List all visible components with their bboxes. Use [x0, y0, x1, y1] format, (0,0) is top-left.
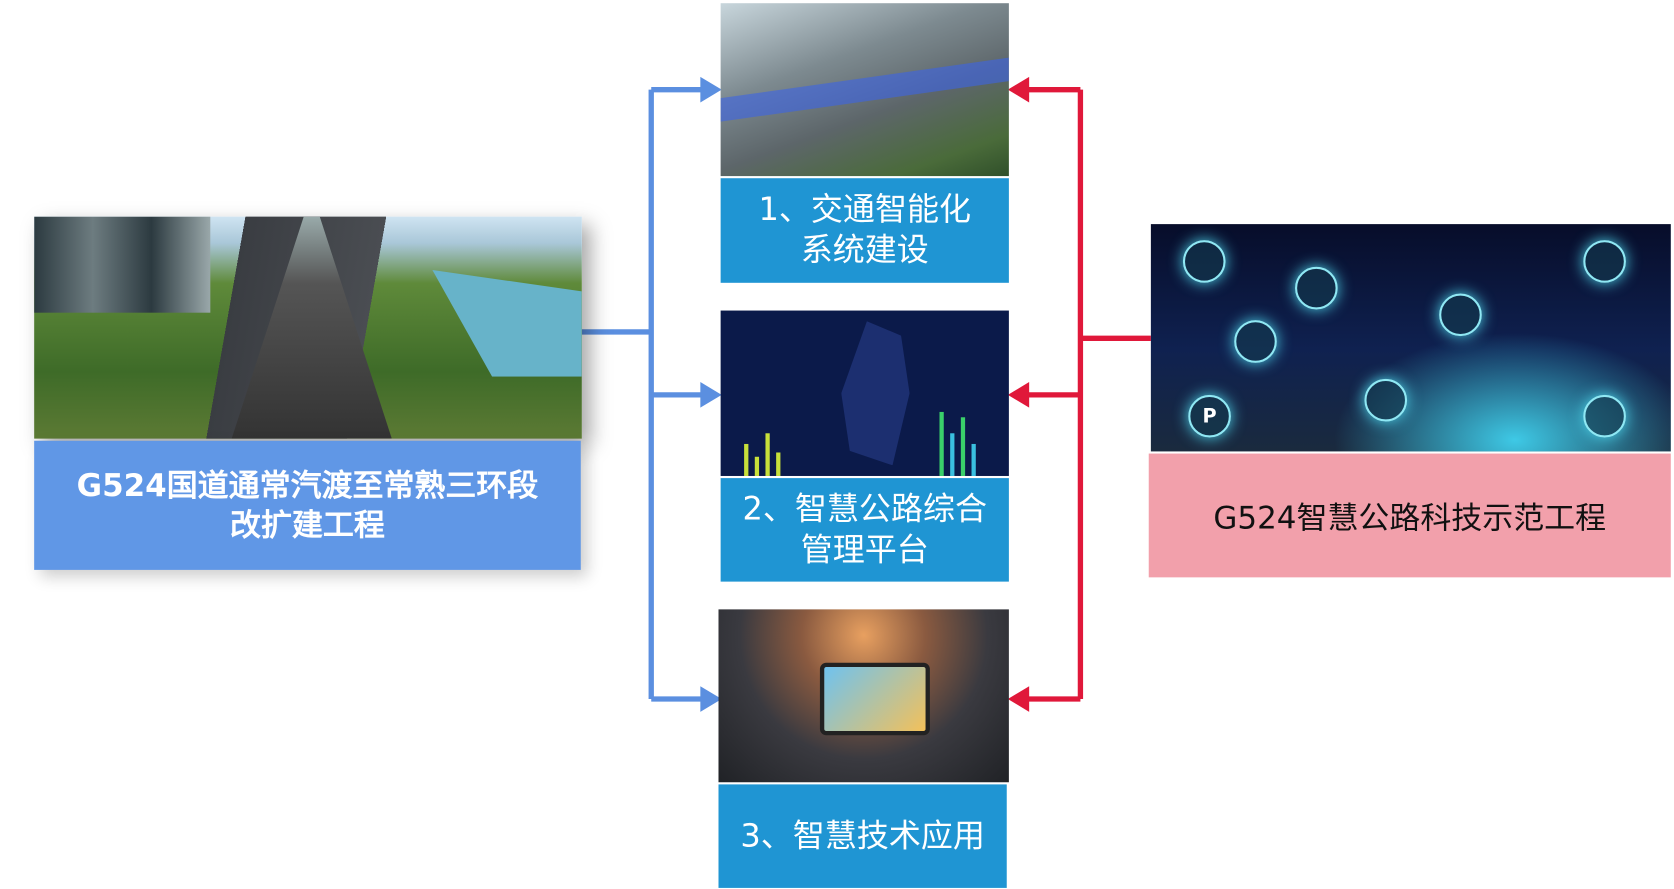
cloud-icon	[1439, 293, 1482, 337]
truck-icon	[1234, 320, 1277, 363]
management-platform-dashboard-image	[720, 310, 1009, 476]
train-icon	[1583, 394, 1626, 438]
item-2-label: 2、智慧公路综合管理平台	[742, 490, 988, 569]
item-3-label: 3、智慧技术应用	[740, 816, 985, 855]
node-icon	[1182, 240, 1226, 283]
red-arrow-to-item-2	[1007, 382, 1030, 408]
blue-connector	[581, 86, 705, 702]
red-connector	[1024, 86, 1151, 702]
red-arrow-to-item-3	[1007, 686, 1030, 712]
intersection-system-image	[720, 3, 1009, 177]
item-3-box: 3、智慧技术应用	[718, 784, 1007, 888]
target-project-box: G524智慧公路科技示范工程	[1148, 453, 1671, 578]
highway-rendering-image	[34, 216, 582, 439]
item-2-box: 2、智慧公路综合管理平台	[720, 478, 1009, 582]
parking-icon: P	[1188, 394, 1231, 438]
arrow-to-item-2	[700, 382, 722, 408]
red-arrow-to-item-1	[1007, 76, 1030, 103]
target-project-title: G524智慧公路科技示范工程	[1213, 499, 1607, 536]
arrow-to-item-3	[700, 686, 722, 712]
item-1-box: 1、交通智能化系统建设	[720, 178, 1009, 283]
plane-icon	[1583, 240, 1626, 283]
source-project-box: G524国道通常汽渡至常熟三环段改扩建工程	[34, 440, 581, 570]
bike-icon	[1294, 266, 1338, 310]
item-1-label: 1、交通智能化系统建设	[758, 191, 972, 269]
car-icon	[1364, 378, 1408, 422]
smart-city-network-image: P	[1150, 224, 1671, 452]
in-car-smart-tech-image	[718, 609, 1009, 783]
source-project-title: G524国道通常汽渡至常熟三环段改扩建工程	[76, 466, 539, 543]
arrow-to-item-1	[700, 76, 722, 103]
